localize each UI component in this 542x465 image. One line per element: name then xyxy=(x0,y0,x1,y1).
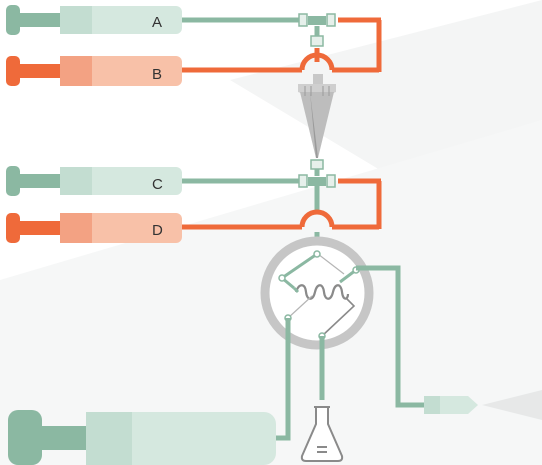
injection-valve-icon[interactable] xyxy=(260,236,374,350)
tubing-large-syringe xyxy=(276,318,291,441)
t-junction-lower xyxy=(298,159,336,188)
spray-nozzle-icon xyxy=(424,390,542,420)
syringe-label-d: D xyxy=(152,222,163,239)
t-junction-upper xyxy=(298,13,336,47)
syringe-b[interactable]: B xyxy=(6,56,182,86)
syringe-c[interactable]: C xyxy=(6,166,182,196)
syringe-label-c: C xyxy=(152,176,163,193)
large-syringe[interactable] xyxy=(8,410,276,465)
tubing-a xyxy=(182,17,320,44)
tubing-d xyxy=(182,178,382,230)
syringe-d[interactable]: D xyxy=(6,213,182,243)
syringe-label-a: A xyxy=(152,14,162,31)
tubing-to-nozzle xyxy=(356,265,426,408)
waste-flask-icon xyxy=(300,406,344,462)
static-mixer-icon xyxy=(298,74,336,158)
tubing-b xyxy=(182,17,382,73)
syringe-label-b: B xyxy=(152,66,162,83)
syringe-a[interactable]: A xyxy=(6,5,182,35)
sample-loop-coil-icon xyxy=(294,284,350,300)
background-shape xyxy=(230,0,542,170)
